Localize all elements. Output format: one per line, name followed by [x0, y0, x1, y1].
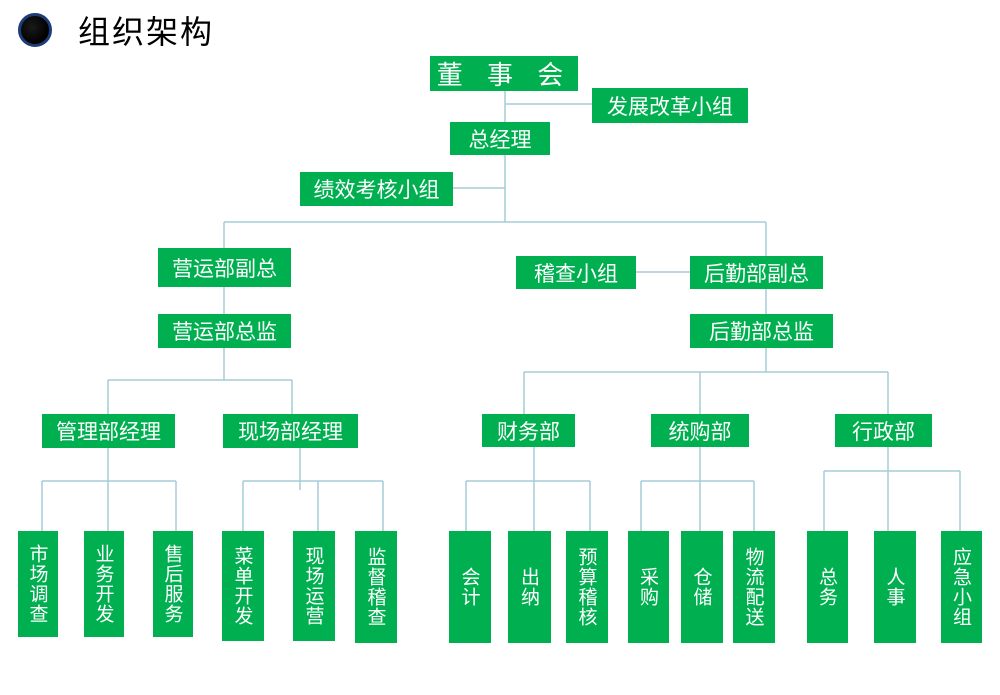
node-menu-dev: 菜单开发: [222, 531, 264, 641]
node-ops-director: 营运部总监: [158, 314, 291, 348]
node-personnel: 人事: [874, 531, 916, 643]
node-procurement-dept: 统购部: [651, 414, 749, 447]
node-management-manager: 管理部经理: [42, 414, 175, 448]
node-finance-dept: 财务部: [482, 414, 575, 447]
node-reform-group: 发展改革小组: [592, 88, 748, 123]
node-after-sales: 售后服务: [153, 531, 193, 637]
node-performance-group: 绩效考核小组: [300, 172, 453, 206]
node-logistics-vp: 后勤部副总: [690, 256, 823, 289]
node-cashier: 出纳: [508, 531, 551, 643]
node-board: 董 事 会: [430, 56, 578, 91]
node-site-ops: 现场运营: [293, 531, 335, 641]
node-budget-audit: 预算稽核: [566, 531, 608, 643]
node-ops-vp: 营运部副总: [158, 248, 291, 287]
node-accounting: 会计: [449, 531, 491, 643]
bullet-icon: [18, 13, 52, 47]
node-emergency-group: 应急小组: [941, 531, 982, 643]
node-market-research: 市场调查: [18, 531, 58, 637]
node-general-affairs: 总务: [807, 531, 848, 643]
node-admin-dept: 行政部: [835, 414, 932, 447]
node-supervision-audit: 监督稽查: [355, 531, 397, 643]
node-warehouse: 仓储: [681, 531, 723, 643]
node-site-manager: 现场部经理: [223, 414, 358, 448]
node-audit-group: 稽查小组: [516, 256, 636, 289]
page-title: 组织架构: [78, 13, 215, 51]
node-logistics-delivery: 物流配送: [733, 531, 775, 643]
node-logistics-director: 后勤部总监: [690, 314, 833, 348]
node-purchasing: 采购: [628, 531, 669, 643]
node-general-manager: 总经理: [450, 122, 550, 155]
node-business-dev: 业务开发: [84, 531, 124, 637]
section-heading: 组织架构: [18, 8, 214, 52]
